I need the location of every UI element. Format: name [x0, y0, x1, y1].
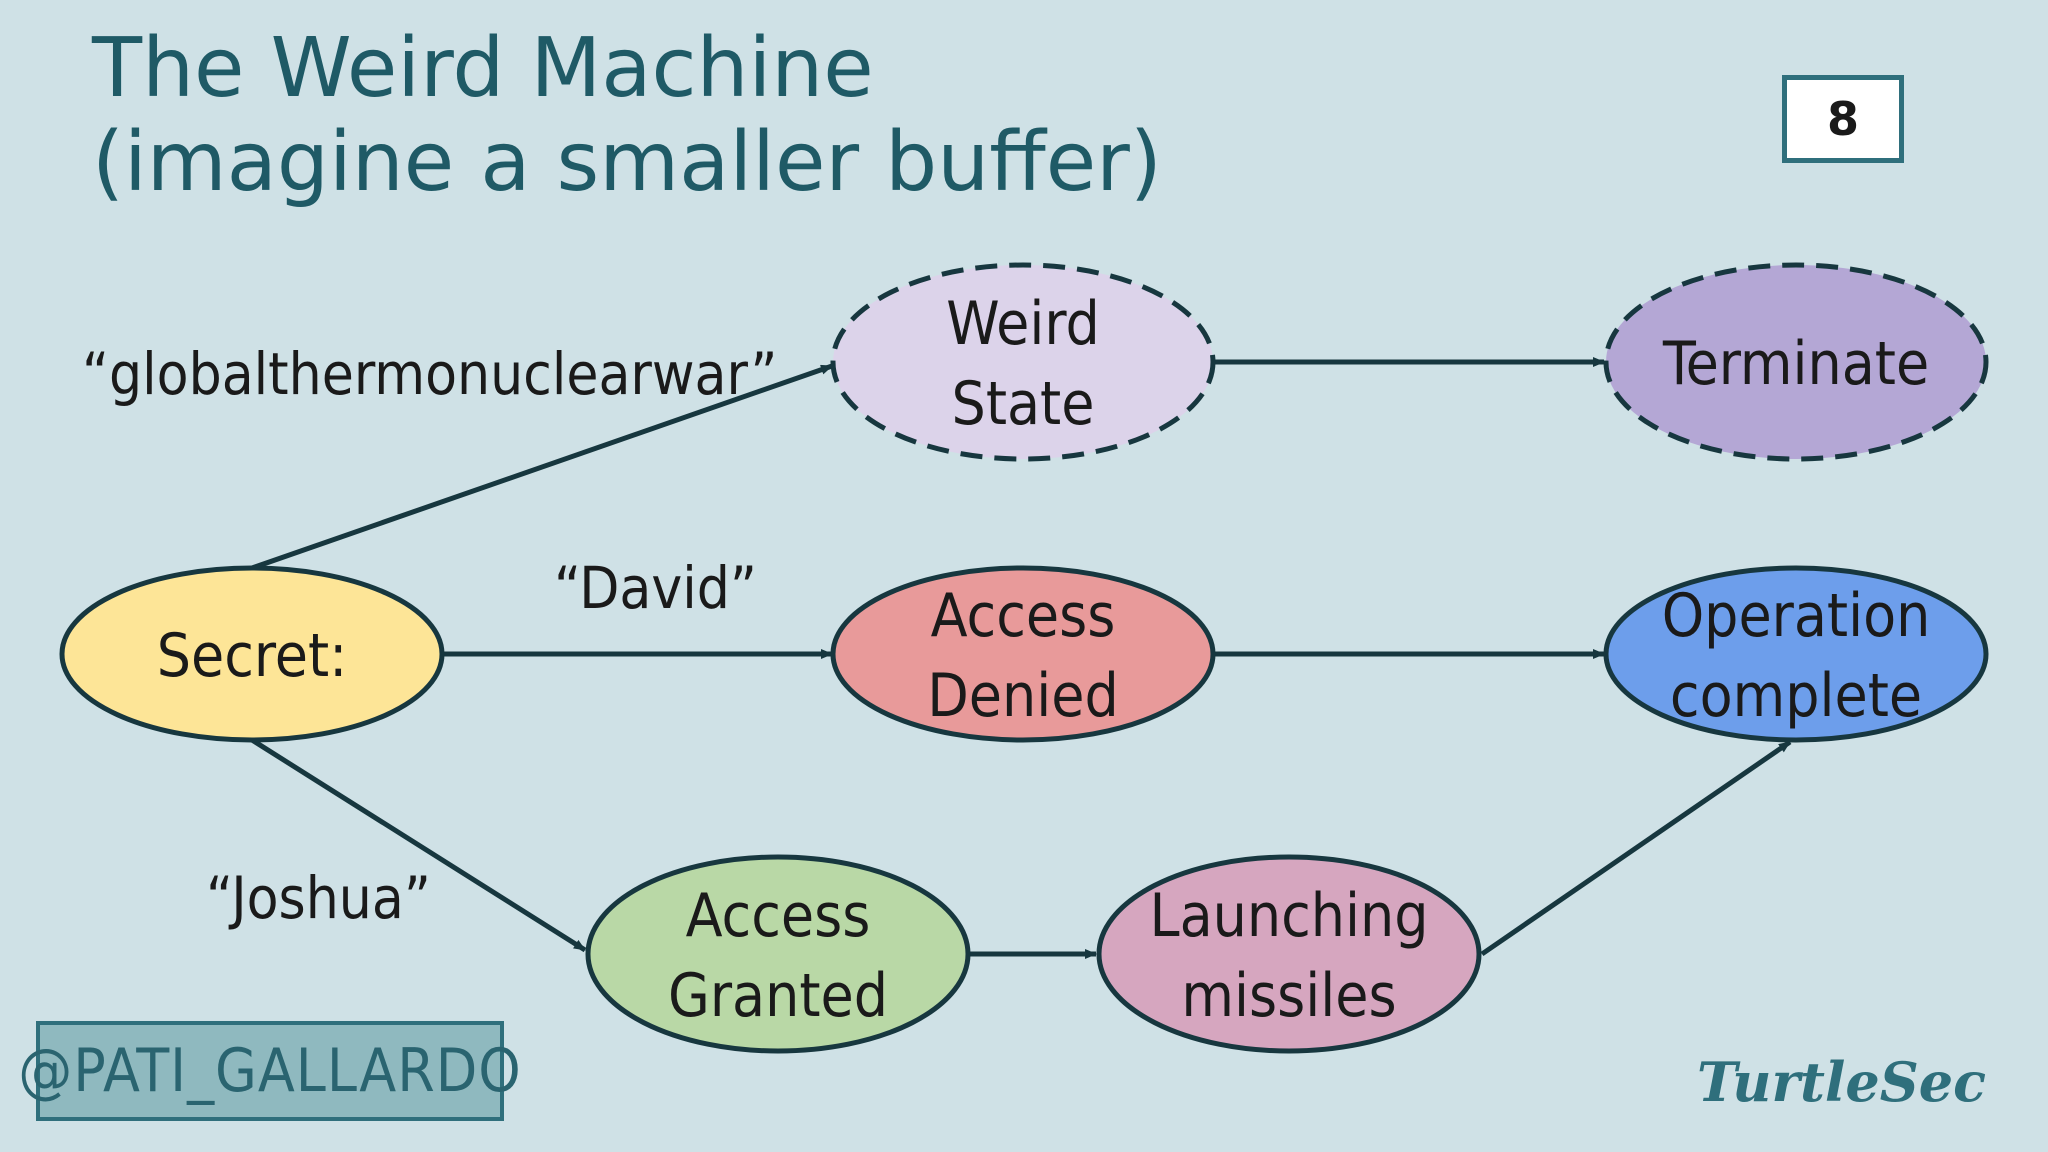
node-access-denied-label-2: Denied — [927, 661, 1119, 731]
node-secret — [59, 565, 445, 743]
author-handle: @PATI_GALLARDO — [18, 1021, 521, 1121]
node-access-granted-label-2: Granted — [668, 961, 888, 1031]
edge-label-global: “globalthermonuclearwar” — [82, 340, 777, 408]
node-launching-missiles-label-1: Launching — [1150, 881, 1429, 951]
node-terminate-label: Terminate — [1662, 329, 1929, 399]
node-operation-complete — [1603, 565, 1989, 743]
edge-label-joshua: “Joshua” — [206, 864, 431, 932]
node-access-granted — [585, 854, 971, 1054]
edge-label-david: “David” — [554, 554, 757, 622]
page-number: 8 — [1782, 75, 1904, 163]
edge-secret-granted — [250, 737, 587, 953]
node-weird-state-label-2: State — [952, 369, 1095, 439]
title-line-2: (imagine a smaller buffer) — [92, 115, 1162, 210]
node-launching-missiles-label-2: missiles — [1181, 961, 1396, 1031]
node-weird-state-label-1: Weird — [946, 289, 1100, 359]
node-access-denied — [830, 565, 1216, 743]
slide-title: The Weird Machine (imagine a smaller buf… — [92, 22, 1162, 210]
node-launching-missiles — [1096, 854, 1482, 1054]
node-secret-label: Secret: — [157, 621, 348, 691]
node-access-granted-label-1: Access — [686, 881, 871, 951]
node-access-denied-label-1: Access — [931, 581, 1116, 651]
title-line-1: The Weird Machine — [92, 21, 874, 116]
brand-logo: TurtleSec — [1697, 1050, 1986, 1114]
edge-secret-weird — [251, 363, 833, 571]
node-terminate — [1603, 262, 1989, 462]
node-operation-complete-label-2: complete — [1670, 661, 1922, 731]
node-weird-state — [830, 262, 1216, 462]
edge-launching-complete — [1480, 739, 1792, 957]
node-operation-complete-label-1: Operation — [1662, 581, 1931, 651]
